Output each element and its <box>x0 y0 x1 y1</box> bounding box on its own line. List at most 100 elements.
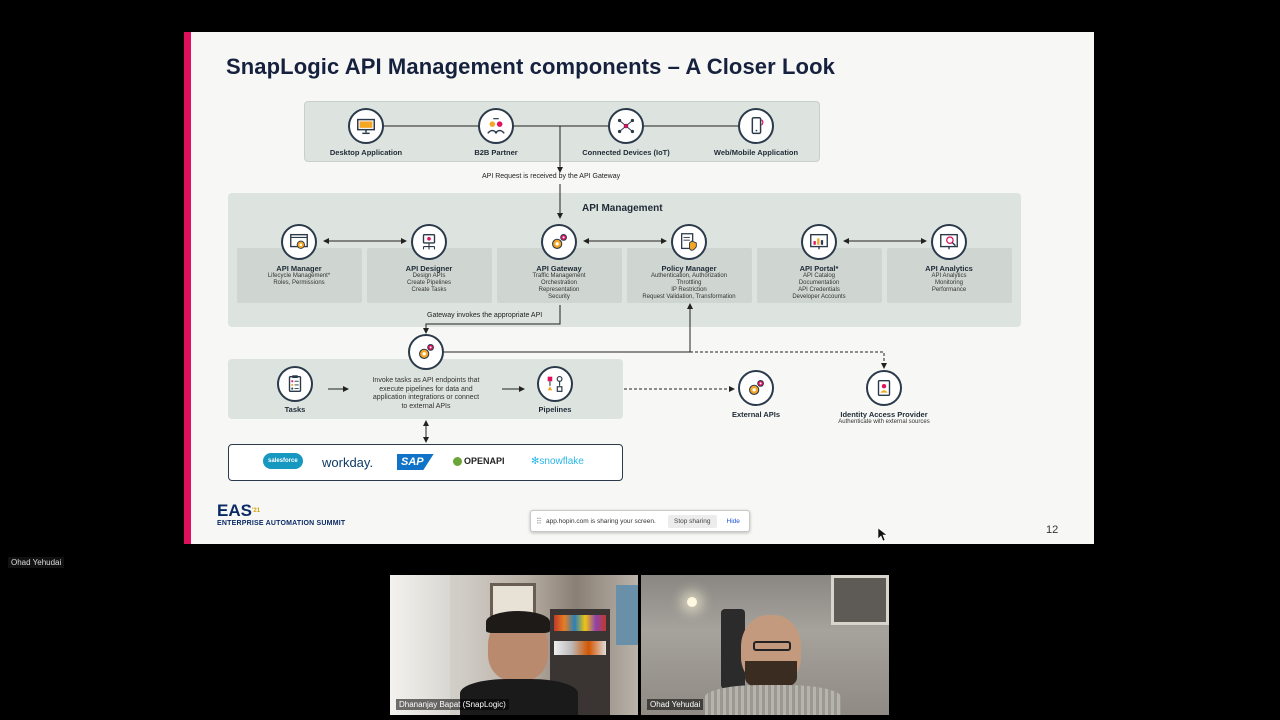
desc-line: API Catalog <box>802 273 836 279</box>
ceiling-light <box>687 597 697 607</box>
execution-gears-icon <box>408 334 444 370</box>
desc-line: Security <box>548 294 570 300</box>
glasses-icon <box>753 641 791 651</box>
component-desc-api-portal: API Catalog Documentation API Credential… <box>792 273 845 301</box>
participant-video-tile-1[interactable]: Dhananjay Bapat (SnapLogic) <box>390 575 638 715</box>
desc-line: Orchestration <box>540 280 577 286</box>
mobile-icon <box>738 108 774 144</box>
component-label-api-gateway: API Gateway <box>536 264 582 273</box>
consumer-label-desktop: Desktop Application <box>329 148 403 157</box>
desc-line: Representation <box>538 287 580 293</box>
slide-page-number: 12 <box>1046 524 1059 536</box>
portal-chart-icon <box>801 224 837 260</box>
presentation-slide: SnapLogic API Management components – A … <box>184 32 1094 544</box>
policy-shield-icon <box>671 224 707 260</box>
desc-line: IP Restriction <box>671 287 707 293</box>
presenter-name-tag: Ohad Yehudai <box>8 557 65 568</box>
external-apis-label: External APIs <box>731 410 781 419</box>
component-desc-api-gateway: Traffic Management Orchestration Represe… <box>532 273 585 301</box>
slide-title: SnapLogic API Management components – A … <box>226 54 835 79</box>
request-note: API Request is received by the API Gatew… <box>482 173 621 180</box>
mouse-pointer-icon <box>878 528 888 542</box>
gears-icon <box>541 224 577 260</box>
desc-line: Design APIs <box>412 273 446 279</box>
snowflake-logo: ✻snowflake <box>531 456 584 467</box>
books-row <box>554 641 606 655</box>
salesforce-logo: salesforce <box>263 453 303 469</box>
openapi-logo: OPENAPI <box>453 456 505 467</box>
desc-line: Performance <box>931 287 967 293</box>
books-row <box>554 615 606 631</box>
desc-line: application integrations or connect <box>372 394 480 401</box>
desc-line: Roles, Permissions <box>273 280 325 286</box>
component-label-api-analytics: API Analytics <box>925 264 973 273</box>
desc-line: Create Tasks <box>411 287 447 293</box>
eas-short: EAS <box>217 501 252 520</box>
identity-provider-desc: Authenticate with external sources <box>838 419 930 425</box>
component-desc-policy-manager: Authentication, Authorization Throttling… <box>642 273 735 301</box>
people-exchange-icon <box>478 108 514 144</box>
consumers-panel <box>304 101 820 162</box>
identity-badge-icon <box>866 370 902 406</box>
design-icon <box>411 224 447 260</box>
desc-line: Lifecycle Management* <box>267 273 331 279</box>
desc-line: Authentication, Authorization <box>650 273 728 279</box>
share-message: app.hopin.com is sharing your screen. <box>546 517 656 525</box>
consumer-label-b2b: B2B Partner <box>474 148 518 157</box>
component-desc-api-manager: Lifecycle Management* Roles, Permissions <box>268 273 330 287</box>
iot-icon <box>608 108 644 144</box>
component-label-api-manager: API Manager <box>276 264 322 273</box>
eas-logo: EAS'21 ENTERPRISE AUTOMATION SUMMIT <box>217 501 346 528</box>
screen-share-bar: ⠿ app.hopin.com is sharing your screen. … <box>530 510 750 532</box>
desc-line: Invoke tasks as API endpoints that <box>372 377 480 384</box>
external-apis-gears-icon <box>738 370 774 406</box>
desc-line: Documentation <box>798 280 840 286</box>
connector-lines <box>323 125 927 443</box>
component-label-policy-manager: Policy Manager <box>661 264 717 273</box>
gateway-note: Gateway invokes the appropriate API <box>427 312 543 319</box>
desc-line: Throttling <box>676 280 702 286</box>
snowflake-logo-text: snowflake <box>539 456 584 467</box>
tasks-clipboard-icon <box>277 366 313 402</box>
workday-logo: workday. <box>322 455 374 470</box>
stop-sharing-button[interactable]: Stop sharing <box>668 514 717 528</box>
component-desc-api-designer: Design APIs Create Pipelines Create Task… <box>407 273 451 294</box>
openapi-logo-text: OPENAPI <box>464 456 505 466</box>
participant-name-2: Ohad Yehudai <box>647 699 704 710</box>
desc-line: to external APIs <box>401 402 451 410</box>
api-management-title: API Management <box>582 203 663 214</box>
eas-full-name: ENTERPRISE AUTOMATION SUMMIT <box>217 520 346 527</box>
wall-map <box>616 585 638 645</box>
component-desc-api-analytics: API Analytics Monitoring Performance <box>931 273 966 294</box>
desc-line: Developer Accounts <box>792 294 846 300</box>
participant-name-1: Dhananjay Bapat (SnapLogic) <box>396 699 509 710</box>
pipelines-icon <box>537 366 573 402</box>
hide-share-bar-button[interactable]: Hide <box>726 517 740 525</box>
desc-line: Traffic Management <box>532 273 586 279</box>
desc-line: API Analytics <box>931 273 967 279</box>
consumer-label-web-mobile: Web/Mobile Application <box>713 148 799 157</box>
snowflake-icon: ✻ <box>531 456 540 467</box>
slide-accent-bar <box>184 32 191 544</box>
participant-beard <box>745 661 797 689</box>
participant-video-tile-2[interactable]: Ohad Yehudai <box>641 575 889 715</box>
identity-provider-label: Identity Access Provider <box>840 410 928 419</box>
desc-line: execute pipelines for data and <box>379 385 473 393</box>
component-label-api-portal: API Portal* <box>799 264 839 273</box>
tasks-label: Tasks <box>284 405 306 414</box>
browser-gear-icon <box>281 224 317 260</box>
pipelines-label: Pipelines <box>538 405 572 414</box>
monitor-icon <box>348 108 384 144</box>
sap-logo: SAP <box>397 454 434 470</box>
wall-frame <box>831 575 889 625</box>
participant-hair <box>486 611 550 633</box>
window-light <box>390 575 450 715</box>
eas-year: '21 <box>251 508 261 514</box>
component-label-api-designer: API Designer <box>405 264 453 273</box>
participant-sweater <box>705 685 841 715</box>
drag-handle-icon[interactable]: ⠿ <box>536 516 542 526</box>
desc-line: Create Pipelines <box>406 280 452 286</box>
analytics-icon <box>931 224 967 260</box>
desc-line: Request Validation, Transformation <box>642 294 736 300</box>
execution-description: Invoke tasks as API endpoints that execu… <box>372 377 479 411</box>
